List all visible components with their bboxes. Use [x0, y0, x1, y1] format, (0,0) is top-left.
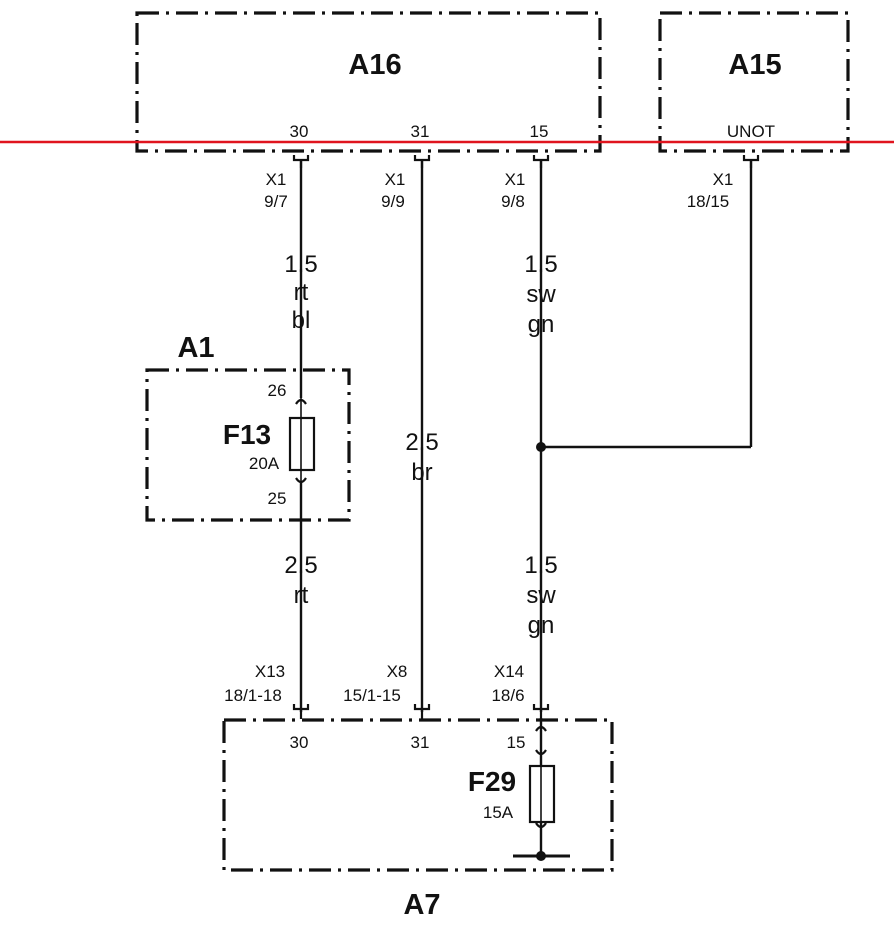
wire-w5-gauge: 1.5: [524, 552, 557, 579]
a15-pin-unot: UNOT: [727, 122, 775, 141]
fuse-f29-label: F29: [468, 766, 516, 797]
connector-x1-a16-30-pin: 9/7: [264, 192, 288, 211]
connector-x13: X13: [255, 662, 285, 681]
wire-w2-color1: br: [411, 459, 432, 486]
connector-x1-a16-15: X1: [505, 170, 526, 189]
module-a16-label: A16: [348, 49, 401, 81]
module-a1-label: A1: [177, 332, 214, 364]
connector-x8: X8: [387, 662, 408, 681]
wire-w2-gauge: 2.5: [405, 429, 438, 456]
wire-w3-color2: gn: [528, 311, 555, 338]
module-a15: A15 UNOT: [658, 11, 850, 153]
wire-lines: [299, 160, 753, 858]
wire-w5-color1: sw: [526, 582, 556, 609]
a16-pin-31: 31: [411, 122, 430, 141]
connector-x1-a15: X1: [713, 170, 734, 189]
module-a1: A1 26 25: [145, 332, 351, 522]
connector-x1-a16-31-pin: 9/9: [381, 192, 405, 211]
wire-w1-color1: rt: [294, 279, 309, 306]
wire-w3-gauge: 1.5: [524, 251, 557, 278]
connector-x14: X14: [494, 662, 524, 681]
a7-pin-15: 15: [507, 733, 526, 752]
wire-labels: 1.5 rt bl 2.5 br 1.5 sw gn 2.5 rt 1.5 sw…: [284, 251, 557, 639]
wire-w5-color2: gn: [528, 612, 555, 639]
module-a16: A16 30 31 15: [135, 11, 602, 153]
fuse-f29: F29 15A: [468, 760, 556, 828]
a16-pin-15: 15: [530, 122, 549, 141]
junction-dot: [536, 442, 546, 452]
wire-w1-gauge: 1.5: [284, 251, 317, 278]
wire-w1-color2: bl: [292, 307, 311, 334]
wire-w4-color1: rt: [294, 582, 309, 609]
wire-w3-color1: sw: [526, 281, 556, 308]
wire-w4-gauge: 2.5: [284, 552, 317, 579]
connector-x1-a16-15-pin: 9/8: [501, 192, 525, 211]
connector-labels: X1 9/7 X1 9/9 X1 9/8 X1 18/15 X13 18/1-1…: [224, 170, 733, 705]
fuse-f29-rating: 15A: [483, 803, 514, 822]
module-a7: A7 30 31 15: [222, 718, 614, 921]
module-a15-label: A15: [728, 49, 781, 81]
a1-pin-25: 25: [268, 489, 287, 508]
fuse-f13-rating: 20A: [249, 454, 280, 473]
a7-pin-31: 31: [411, 733, 430, 752]
connector-x8-pin: 15/1-15: [343, 686, 401, 705]
fuse-f13: F13 20A: [223, 398, 316, 482]
module-a7-label: A7: [403, 889, 440, 921]
a1-pin-26: 26: [268, 381, 287, 400]
ground-junction-dot: [536, 851, 546, 861]
connector-x1-a15-pin: 18/15: [687, 192, 730, 211]
a16-pin-30: 30: [290, 122, 309, 141]
connector-x1-a16-30: X1: [266, 170, 287, 189]
a7-pin-30: 30: [290, 733, 309, 752]
connector-x1-a16-31: X1: [385, 170, 406, 189]
connector-x14-pin: 18/6: [491, 686, 524, 705]
fuse-f13-label: F13: [223, 419, 271, 450]
connector-x13-pin: 18/1-18: [224, 686, 282, 705]
